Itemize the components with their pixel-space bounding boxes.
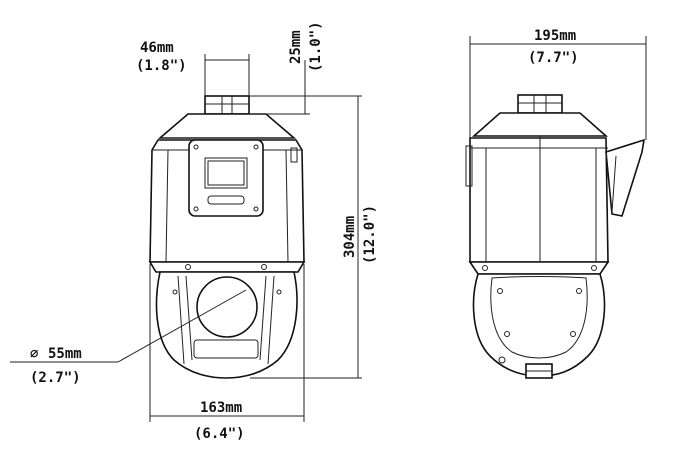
top-width-metric: 46mm <box>140 40 174 56</box>
body-width-imperial: (6.4") <box>194 426 245 442</box>
top-width-imperial: (1.8") <box>136 58 187 74</box>
front-view-camera <box>148 95 306 379</box>
side-depth-metric: 195mm <box>534 28 576 44</box>
total-height-metric: 304mm <box>342 216 358 258</box>
top-height-metric: 25mm <box>288 30 304 64</box>
top-height-imperial: (1.0") <box>308 21 324 72</box>
side-depth-imperial: (7.7") <box>528 50 579 66</box>
diameter-imperial: (2.7") <box>30 370 81 386</box>
side-dimension-lines <box>469 36 647 140</box>
front-dimension-lines <box>10 54 362 422</box>
total-height-imperial: (12.0") <box>362 205 378 264</box>
dimension-labels: 46mm (1.8") 25mm (1.0") 304mm (12.0") ⌀ … <box>30 21 579 442</box>
side-view-camera <box>465 94 646 379</box>
diameter-symbol: ⌀ <box>30 346 39 362</box>
body-width-metric: 163mm <box>200 400 242 416</box>
diameter-metric: 55mm <box>48 346 82 362</box>
